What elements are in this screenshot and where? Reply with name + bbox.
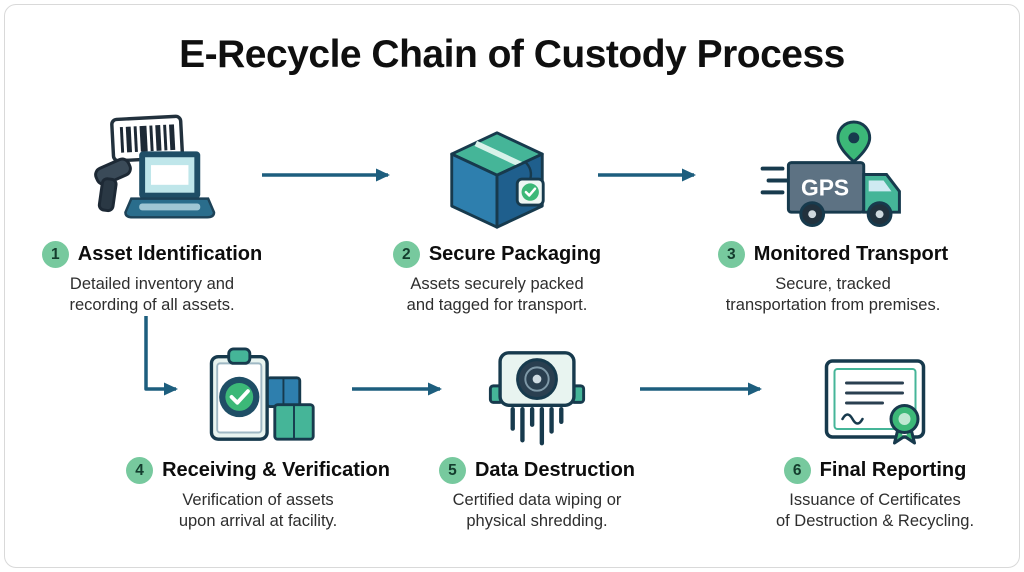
- step-title: Data Destruction: [474, 459, 636, 481]
- step-data-destruction: 5 Data Destruction Certified data wiping…: [392, 333, 682, 533]
- step-description: Issuance of Certificates of Destruction …: [775, 491, 975, 531]
- step-label: 3 Monitored Transport: [683, 241, 983, 268]
- step-number-badge: 6: [783, 457, 811, 484]
- step-title: Monitored Transport: [753, 243, 949, 265]
- step-description: Secure, tracked transportation from prem…: [725, 275, 941, 315]
- tagged-package-icon: [357, 95, 637, 233]
- step-title: Secure Packaging: [428, 243, 602, 265]
- step-label: 4 Receiving & Verification: [108, 457, 408, 484]
- certificate-seal-icon: [725, 333, 1024, 449]
- step-description: Detailed inventory and recording of all …: [69, 275, 235, 315]
- step-description: Verification of assets upon arrival at f…: [178, 491, 338, 531]
- step-number-badge: 5: [438, 457, 466, 484]
- gps-truck-icon: GPS: [683, 95, 983, 233]
- step-receiving-verification: 4 Receiving & Verification Verification …: [108, 333, 408, 533]
- step-number-badge: 2: [392, 241, 420, 268]
- step-title: Asset Identification: [77, 243, 263, 265]
- step-monitored-transport: GPS 3 Monitored Transport Secure, tracke…: [683, 95, 983, 317]
- step-label: 5 Data Destruction: [392, 457, 682, 484]
- step-label: 2 Secure Packaging: [357, 241, 637, 268]
- step-description: Assets securely packed and tagged for tr…: [406, 275, 588, 315]
- harddrive-shredder-icon: [392, 333, 682, 449]
- step-number-badge: 4: [126, 457, 154, 484]
- clipboard-check-boxes-icon: [108, 333, 408, 449]
- diagram-title: E-Recycle Chain of Custody Process: [179, 33, 845, 76]
- step-secure-packaging: 2 Secure Packaging Assets securely packe…: [357, 95, 637, 317]
- step-final-reporting: 6 Final Reporting Issuance of Certificat…: [725, 333, 1024, 533]
- gps-label: GPS: [801, 174, 849, 200]
- step-label: 1 Asset Identification: [12, 241, 292, 268]
- step-description: Certified data wiping or physical shredd…: [452, 491, 622, 531]
- step-title: Receiving & Verification: [162, 459, 390, 481]
- barcode-scanner-laptop-icon: [12, 95, 292, 233]
- step-title: Final Reporting: [819, 459, 967, 481]
- step-number-badge: 1: [41, 241, 69, 268]
- step-asset-identification: 1 Asset Identification Detailed inventor…: [12, 95, 292, 317]
- step-number-badge: 3: [717, 241, 745, 268]
- step-label: 6 Final Reporting: [725, 457, 1024, 484]
